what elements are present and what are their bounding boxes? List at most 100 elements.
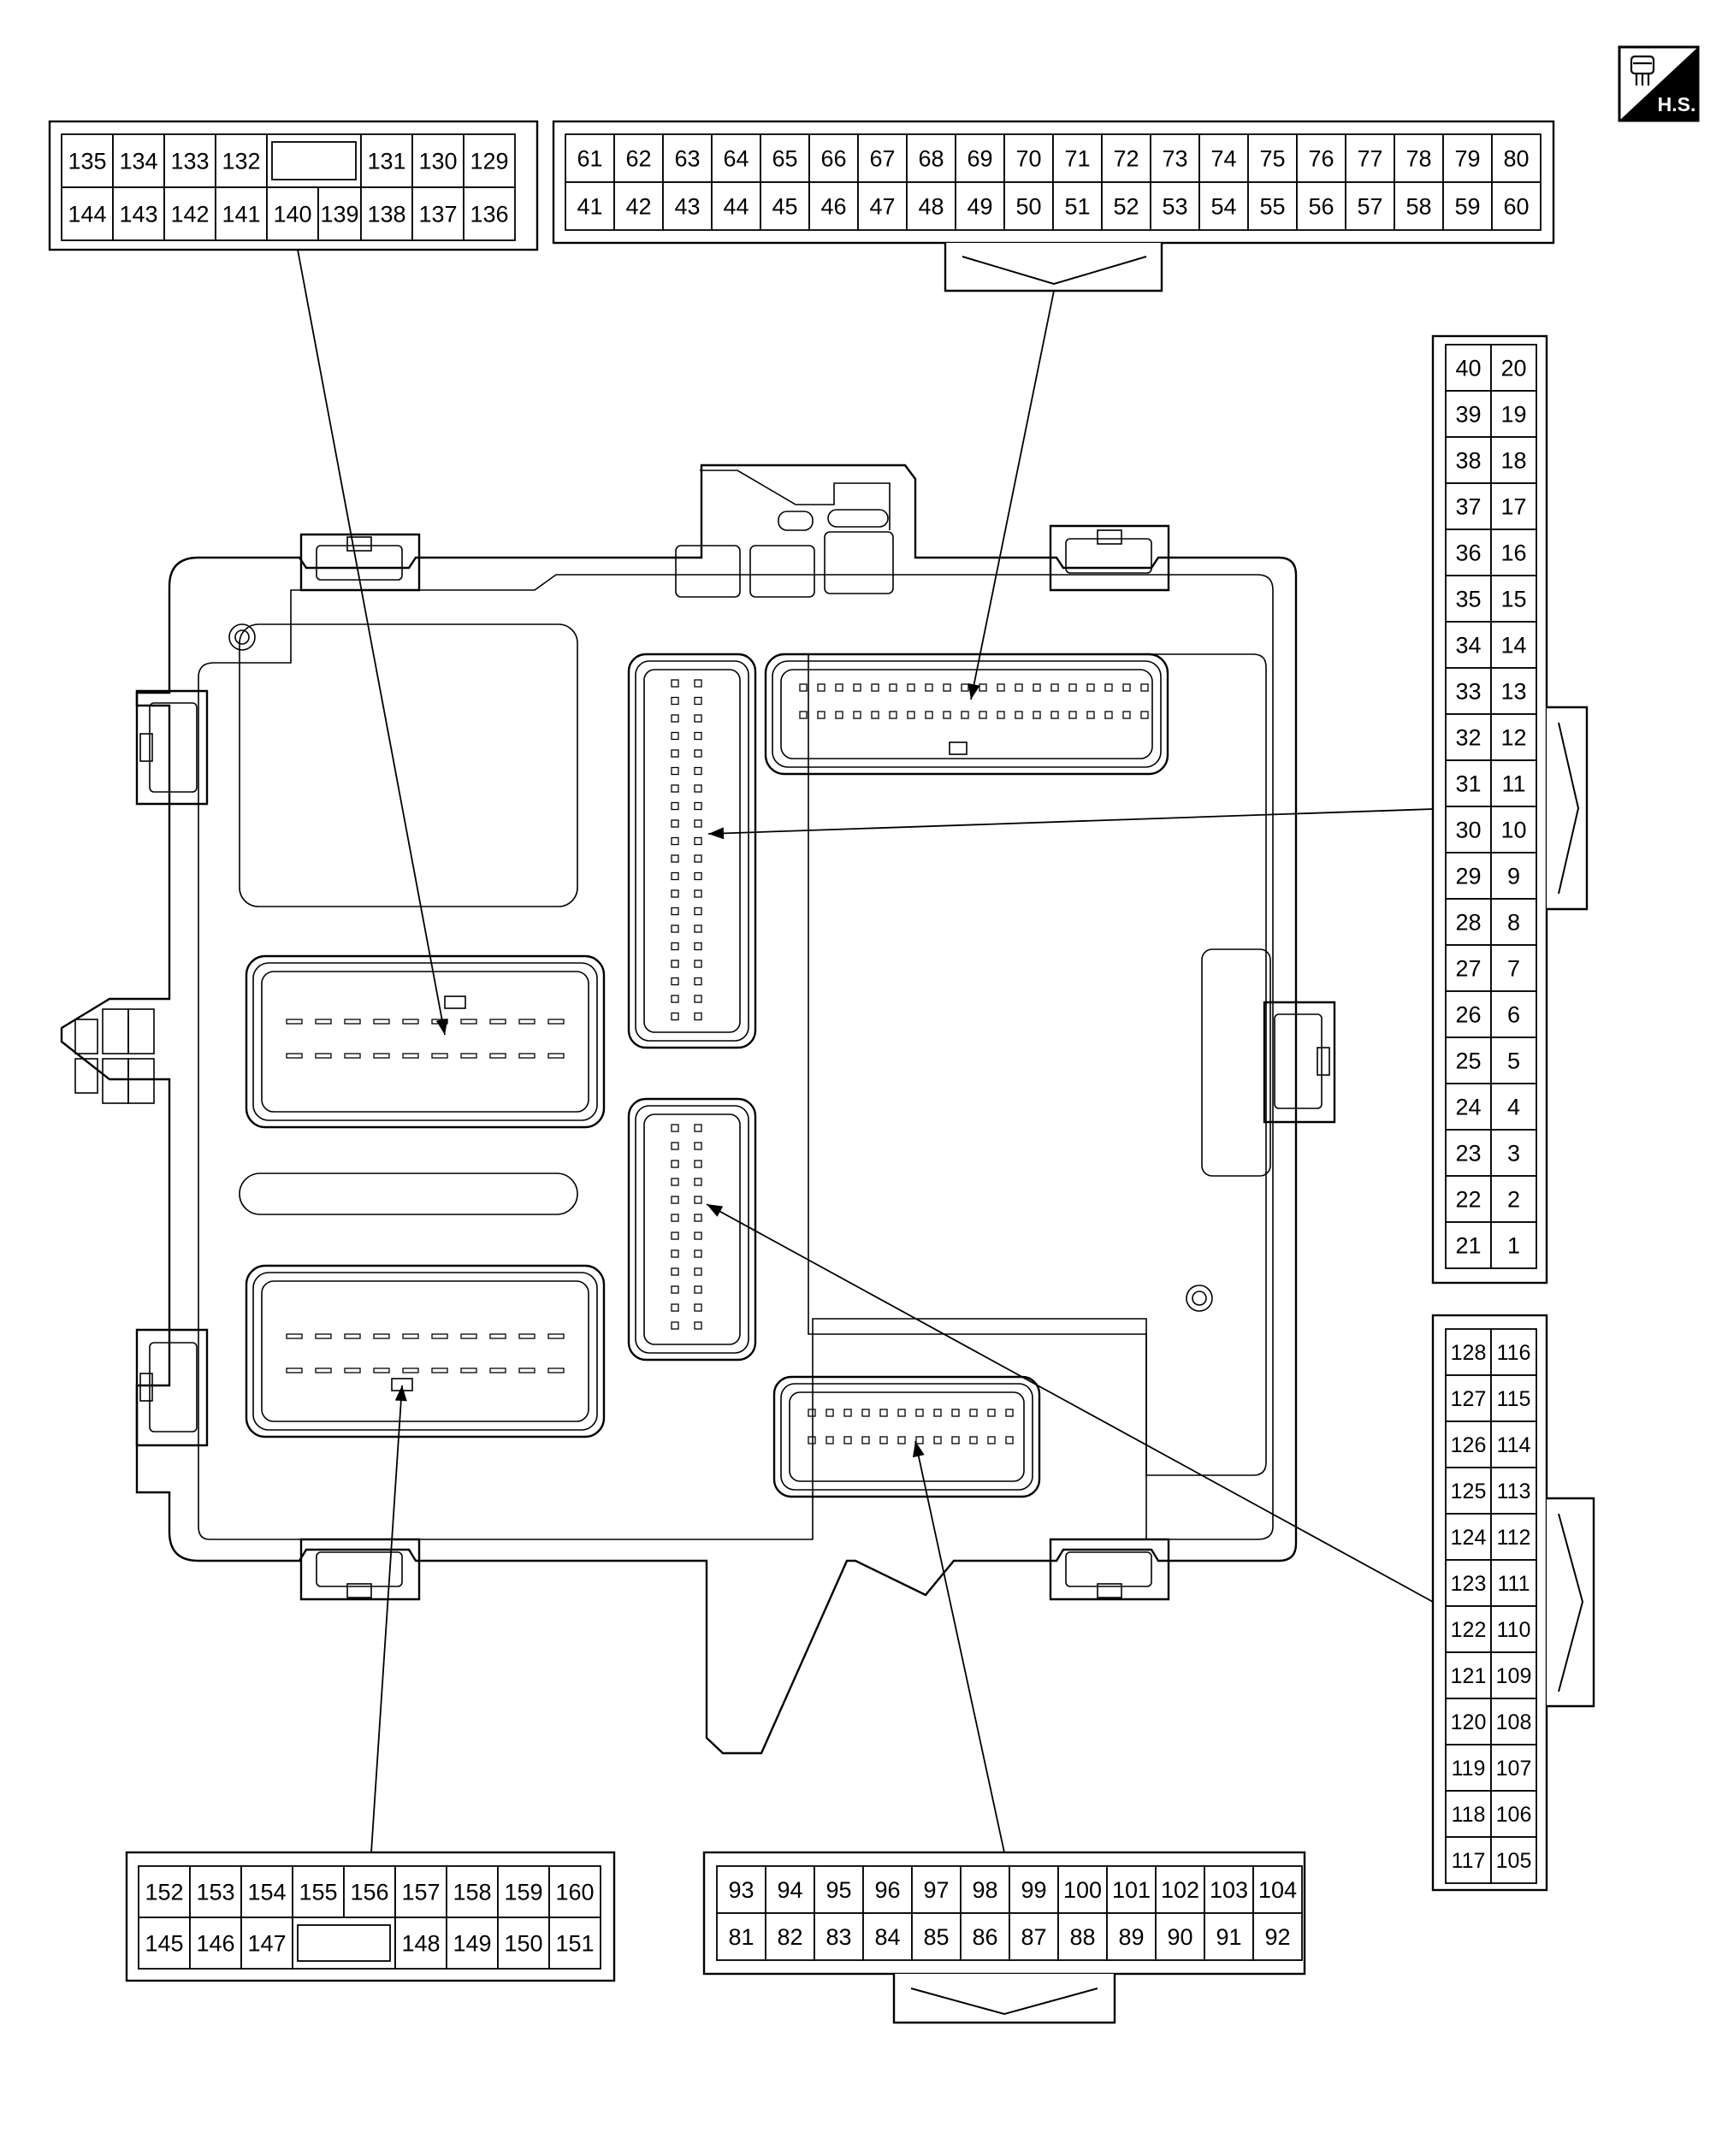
terminal-37: 37 <box>1455 494 1481 520</box>
cell-box <box>1247 133 1298 183</box>
cell-box <box>814 1865 864 1914</box>
terminal-5: 5 <box>1507 1048 1520 1074</box>
pin-cavity <box>915 1409 924 1417</box>
terminal-134: 134 <box>119 149 157 174</box>
terminal-32: 32 <box>1455 725 1481 751</box>
terminal-111: 111 <box>1497 1572 1530 1596</box>
pin-cavity <box>1068 711 1077 719</box>
leader-line <box>914 1440 1005 1853</box>
pin-cavity <box>694 1196 702 1204</box>
terminal-59: 59 <box>1454 194 1480 220</box>
pin-cavity <box>853 711 861 719</box>
terminal-101: 101 <box>1112 1877 1151 1903</box>
cell-box <box>1490 390 1537 438</box>
pin-cavity <box>694 1160 702 1168</box>
pin-cavity <box>694 714 702 723</box>
terminal-137: 137 <box>418 202 457 227</box>
terminal-114: 114 <box>1497 1433 1531 1457</box>
leader-arrowhead <box>968 682 980 700</box>
terminal-150: 150 <box>504 1931 542 1957</box>
cell-box <box>1490 990 1537 1038</box>
terminal-34: 34 <box>1455 633 1481 659</box>
cell-box <box>1445 806 1492 854</box>
terminal-81: 81 <box>728 1924 754 1950</box>
terminal-22: 22 <box>1455 1187 1481 1213</box>
pin-cavity <box>671 679 679 688</box>
terminal-82: 82 <box>777 1924 802 1950</box>
pin-cavity <box>286 1367 303 1373</box>
leader-line <box>970 290 1055 700</box>
terminal-18: 18 <box>1500 448 1526 474</box>
cell-box <box>1445 1698 1492 1745</box>
pin-cavity <box>835 711 843 719</box>
pin-cavity <box>694 766 702 776</box>
cell-box <box>955 181 1005 231</box>
terminal-90: 90 <box>1167 1924 1192 1950</box>
pin-cavity <box>969 1409 978 1417</box>
pin-cavity <box>671 871 679 881</box>
terminal-46: 46 <box>820 194 846 220</box>
terminal-153: 153 <box>196 1880 234 1905</box>
pin-cavity <box>925 711 933 719</box>
cell-box <box>138 1917 191 1970</box>
pin-cavity <box>1033 711 1041 719</box>
terminal-30: 30 <box>1455 818 1481 843</box>
pin-cavity <box>694 1267 702 1276</box>
terminal-57: 57 <box>1357 194 1382 220</box>
terminal-157: 157 <box>401 1880 440 1905</box>
terminal-61: 61 <box>577 146 602 172</box>
terminal-13: 13 <box>1500 679 1526 705</box>
terminal-36: 36 <box>1455 540 1481 566</box>
terminal-151: 151 <box>555 1931 594 1957</box>
cell-box <box>138 1865 191 1918</box>
pin-cavity <box>694 995 702 1003</box>
terminal-110: 110 <box>1497 1618 1531 1642</box>
pin-cavity <box>315 1019 332 1025</box>
terminal-55: 55 <box>1259 194 1285 220</box>
connector-housing <box>627 1097 757 1362</box>
pin-cavity <box>431 1053 448 1059</box>
terminal-86: 86 <box>972 1924 997 1950</box>
pin-cavity <box>518 1333 536 1339</box>
pin-cavity <box>1140 683 1149 692</box>
terminal-121: 121 <box>1451 1664 1487 1688</box>
pin-cavity <box>889 711 897 719</box>
terminal-158: 158 <box>453 1880 491 1905</box>
terminal-56: 56 <box>1308 194 1334 220</box>
cell-box <box>548 1917 601 1970</box>
pin-cavity <box>373 1367 390 1373</box>
pin-cavity <box>671 1160 679 1168</box>
connector-housing <box>245 1264 606 1438</box>
terminal-65: 65 <box>772 146 797 172</box>
terminal-106: 106 <box>1496 1803 1532 1827</box>
terminal-103: 103 <box>1210 1877 1248 1903</box>
leader-arrowhead <box>708 827 725 840</box>
pin-cavity <box>951 1436 960 1444</box>
terminal-29: 29 <box>1455 864 1481 889</box>
cell-box <box>1009 1865 1059 1914</box>
terminal-11: 11 <box>1501 771 1525 797</box>
lock-notch <box>1547 706 1589 911</box>
body-connectors <box>245 653 1169 1498</box>
cell-box <box>1445 1836 1492 1884</box>
terminal-143: 143 <box>119 202 157 227</box>
terminal-79: 79 <box>1454 146 1480 172</box>
pin-cavity <box>402 1333 419 1339</box>
cell-box <box>716 1912 766 1961</box>
pin-cavity <box>997 683 1005 692</box>
cell-box <box>1394 133 1444 183</box>
pin-cavity <box>817 711 826 719</box>
cell-box <box>911 1865 962 1914</box>
pin-cavity <box>694 960 702 968</box>
cell-box <box>61 133 114 188</box>
terminal-54: 54 <box>1210 194 1236 220</box>
terminal-40: 40 <box>1455 356 1481 381</box>
cell-box <box>240 1917 293 1970</box>
cell-box <box>565 133 615 183</box>
pin-cavity <box>671 1267 679 1276</box>
cell-box <box>1490 1744 1537 1792</box>
terminal-50: 50 <box>1015 194 1041 220</box>
pin-cavity <box>1122 683 1131 692</box>
cell-box <box>1490 1605 1537 1653</box>
cell-box <box>1155 1865 1205 1914</box>
